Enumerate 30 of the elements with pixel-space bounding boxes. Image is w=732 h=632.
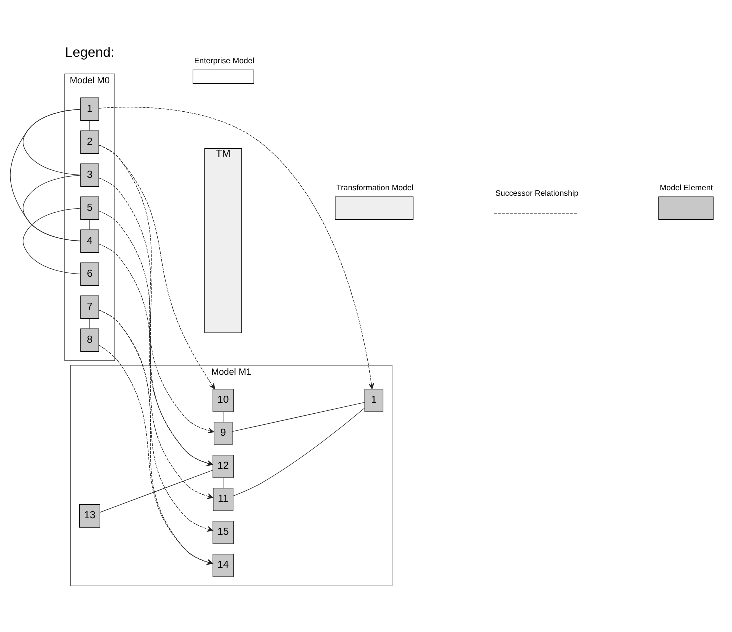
arrow (98, 106, 374, 390)
node-box: 9 (214, 422, 233, 445)
node-box: 11 (213, 488, 234, 511)
connector (232, 402, 366, 432)
node-box: 15 (212, 520, 234, 544)
connector (233, 408, 366, 496)
connector (223, 477, 224, 488)
node-box: 14 (212, 554, 234, 577)
arrow (98, 243, 214, 499)
node-box: 8 (80, 328, 100, 352)
node-box: 2 (80, 130, 100, 154)
node-box: 10 (212, 388, 234, 412)
node-box: 13 (79, 504, 100, 528)
node-box: 1 (80, 97, 100, 121)
arrow (98, 144, 216, 390)
connector (10, 108, 82, 242)
node-box: 12 (212, 454, 234, 478)
connector (22, 174, 82, 242)
arrow (98, 144, 214, 434)
node-box: 3 (80, 163, 100, 187)
node-box: 5 (80, 196, 100, 220)
connector (22, 208, 82, 274)
node-box: 6 (80, 262, 100, 286)
label: Legend: (65, 44, 115, 60)
node-box: TM (204, 148, 242, 333)
connector (100, 470, 214, 512)
node-box: 1 (364, 388, 384, 412)
node-box: 7 (80, 295, 100, 319)
connector (223, 411, 224, 422)
node-box: 4 (80, 229, 100, 253)
